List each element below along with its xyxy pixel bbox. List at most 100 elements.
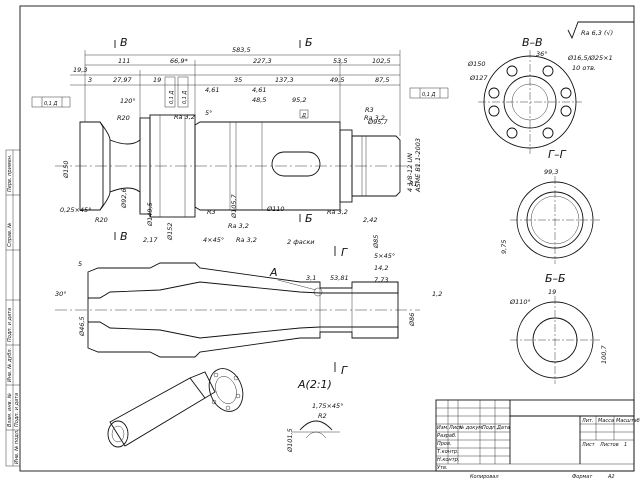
strip-label-3: Подп. и дата	[7, 308, 13, 342]
dim-27-97: 27,97	[113, 76, 132, 84]
roughness-body: Ra 3,2	[228, 222, 249, 230]
angle-120: 120°	[120, 97, 136, 105]
roughness-chamfer: Ra 3,2	[236, 236, 257, 244]
vv-holes-spec: Ø16,5/Ø25×1	[567, 54, 613, 62]
sec-dia-46-5: Ø46,5	[78, 316, 86, 337]
format-value: А2	[607, 474, 615, 480]
dim-2-42: 2,42	[363, 216, 377, 224]
tolerance-frame-collar-a: 0,1 Д	[164, 76, 176, 108]
radius-r20-bottom: R20	[95, 216, 108, 224]
dim-3: 3	[88, 76, 92, 84]
copied-label: Копировал	[470, 474, 499, 480]
dia-92-6: Ø92,6	[120, 188, 128, 209]
roughness-symbol: Ra 6,3 (√)	[567, 21, 634, 40]
svg-text:0,1 Д: 0,1 Д	[182, 90, 188, 104]
svg-text:Ra 6,3 (√): Ra 6,3 (√)	[581, 29, 613, 37]
section-mark-b-bottom: Б	[305, 212, 313, 225]
two-chamfers: 2 фаски	[287, 238, 314, 246]
sec-angle-30: 30°	[55, 290, 67, 298]
dim-95-2: 95,2	[292, 96, 306, 104]
dia-110: Ø110	[266, 205, 285, 213]
dim-137-3: 137,3	[275, 76, 294, 84]
isometric-view	[107, 368, 244, 448]
vv-dia-127: Ø127	[469, 74, 488, 82]
row-date: Дата	[496, 425, 510, 431]
dim-49-5: 49,5	[330, 76, 344, 84]
strip-label-6: Подп. и дата	[14, 393, 20, 427]
dim-111: 111	[118, 57, 130, 65]
bb-dim-19: 19	[548, 288, 556, 296]
dim-53-5: 53,5	[333, 57, 347, 65]
section-vv: В–В Ø150 Ø127 36° Ø16,5/Ø25×1 10 отв.	[467, 36, 613, 154]
role-tcontrol: Т.контр.	[437, 449, 459, 455]
radius-r20-top: R20	[117, 114, 130, 122]
strip-label-4: Инв. № дубл.	[7, 348, 13, 382]
radius-r1: R1	[409, 180, 418, 188]
dia-85: Ø85	[372, 235, 380, 249]
chamfer-0-25: 0,25×45°	[60, 206, 91, 214]
main-shaft-view: 583,5 111 66,9* 227,3 53,5 102,5 19,3 3 …	[31, 36, 449, 249]
title-block: Лит. Масса Масштаб Изм. Лист № докум. По…	[435, 399, 640, 472]
longitudinal-section: А Г Г 5 30° Ø46,5 3,1 53,81 5×45° 14,2 7…	[55, 246, 442, 377]
detail-a-marker	[313, 287, 323, 297]
sec-dim-14-2: 14,2	[374, 264, 388, 272]
dim-4-61-b: 4,61	[252, 86, 266, 94]
sec-dim-3-1: 3,1	[306, 274, 316, 282]
tolerance-frame-left: 0,1 Д	[31, 96, 71, 108]
datum-box	[299, 109, 309, 119]
format-label: Формат	[572, 474, 593, 480]
role-developer: Разраб.	[437, 433, 457, 439]
role-checker: Пров.	[437, 441, 452, 447]
header-mass: Масса	[598, 418, 614, 424]
dim-227-3: 227,3	[253, 57, 272, 65]
dia-105-7: Ø105,7	[230, 193, 238, 219]
strip-label-5: Взам. инв. №	[7, 393, 13, 427]
radius-r3-top: R3	[365, 106, 374, 114]
left-strip: Перв. примен. Справ. № Подп. и дата Инв.…	[5, 149, 21, 467]
vv-dia-150: Ø150	[467, 60, 486, 68]
radius-r3-bottom: R3	[207, 208, 216, 216]
section-gg-title: Г–Г	[548, 148, 567, 161]
dim-35: 35	[234, 76, 242, 84]
section-mark-b-top: Б	[305, 36, 313, 49]
datum-label: Д	[301, 113, 306, 119]
dim-48-5: 48,5	[252, 96, 266, 104]
gg-dim-99-3: 99,3	[544, 168, 558, 176]
sec-dim-1-2: 1,2	[432, 290, 442, 298]
sec-dim-5: 5	[78, 260, 82, 268]
tolerance-frame-collar-b: 0,1 Д	[177, 76, 189, 108]
sec-dia-86: Ø86	[408, 313, 416, 327]
dia-150: Ø150	[62, 160, 70, 179]
sec-dim-53-81: 53,81	[330, 274, 349, 282]
dim-19-3: 19,3	[73, 66, 87, 74]
angle-5: 5°	[205, 109, 212, 117]
roughness-step: Ra 3,2	[364, 114, 385, 122]
dim-2-17: 2,17	[143, 236, 158, 244]
strip-label-1: Перв. примен.	[7, 154, 13, 192]
dim-87-5: 87,5	[375, 76, 389, 84]
thread-standard: ASME B1.1-2003	[414, 138, 422, 193]
roughness-collar: Ra 3,2	[174, 113, 195, 121]
dia-149-5: Ø149,5	[146, 202, 154, 227]
row-izm: Изм.	[437, 425, 449, 431]
section-bb-title: Б–Б	[545, 272, 566, 285]
sheet-label: Лист	[581, 442, 596, 448]
roughness-end: Ra 3,2	[327, 208, 348, 216]
sheets-value: 1	[624, 442, 627, 448]
detail-a: А(2:1) 1,75×45° R2 Ø101,5	[286, 378, 343, 453]
strip-label-2: Справ. №	[7, 223, 13, 247]
detail-radius: R2	[318, 412, 327, 420]
header-lit: Лит.	[581, 418, 594, 424]
section-mark-v-bottom: В	[120, 230, 128, 243]
chamfer-4x45: 4×45°	[203, 236, 224, 244]
section-bb: Б–Б Ø110° 19 100,7	[509, 272, 608, 384]
thread-spec: 4 1/8-12 UN	[406, 153, 414, 192]
bb-dim-100-7: 100,7	[600, 345, 608, 364]
section-mark-v-top: В	[120, 36, 128, 49]
detail-a-title: А(2:1)	[297, 378, 332, 391]
vv-holes-count: 10 отв.	[572, 64, 596, 72]
svg-text:0,1 Д: 0,1 Д	[422, 92, 436, 98]
gg-dim-9-75: 9,75	[500, 240, 508, 254]
strip-label-7: Инв. № подл.	[14, 430, 20, 465]
